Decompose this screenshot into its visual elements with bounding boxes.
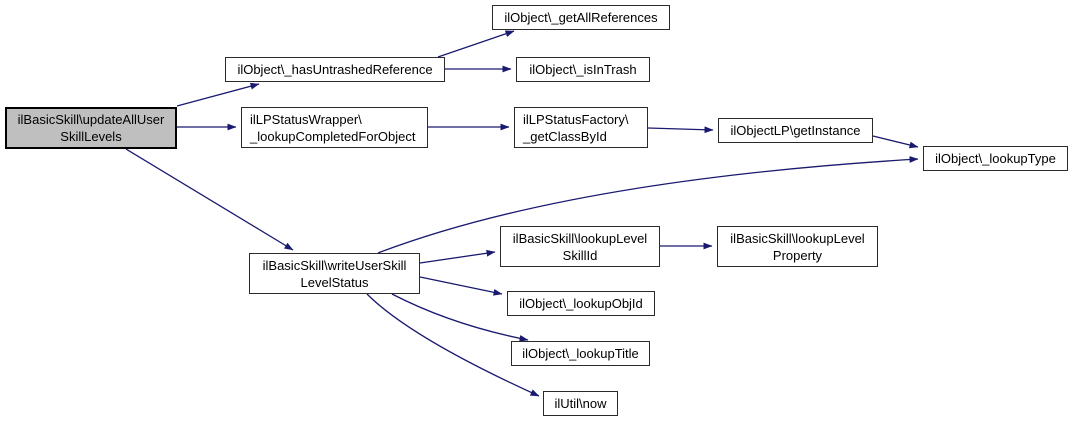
edge-getClassById-to-getInstance: [647, 126, 714, 134]
node-utilNow[interactable]: ilUtil\now: [543, 391, 618, 416]
edge-updateAllUserSkillLevels-to-writeUserSkillLevelStatus: [125, 148, 294, 251]
edge-writeUserSkillLevelStatus-to-lookupType: [377, 156, 919, 254]
edge-hasUntrashedReference-to-getAllReferences: [437, 30, 515, 58]
node-label-line: SkillLevels: [60, 129, 122, 144]
node-lookupType[interactable]: ilObject\_lookupType: [923, 146, 1068, 171]
edge-writeUserSkillLevelStatus-to-lookupLevelSkillId: [419, 249, 496, 264]
node-label-line: ilBasicSkill\lookupLevel: [730, 230, 865, 246]
node-label-line: ilObjectLP\getInstance: [730, 123, 861, 138]
node-label-line: ilObject\_getAllReferences: [504, 10, 658, 25]
edge-writeUserSkillLevelStatus-to-utilNow: [366, 293, 540, 397]
edge-updateAllUserSkillLevels-to-hasUntrashedReference: [176, 82, 260, 107]
node-lookupObjId[interactable]: ilObject\_lookupObjId: [507, 291, 655, 316]
edge-writeUserSkillLevelStatus-to-lookupObjId: [419, 276, 503, 296]
node-label-line: LevelStatus: [300, 274, 369, 290]
node-getInstance[interactable]: ilObjectLP\getInstance: [718, 118, 873, 143]
edge-writeUserSkillLevelStatus-to-lookupTitle: [391, 293, 529, 342]
node-label-line: ilObject\_lookupType: [935, 151, 1056, 166]
node-label-line: ilObject\_hasUntrashedReference: [237, 62, 433, 77]
node-label-line: ilObject\_lookupObjId: [519, 296, 643, 311]
node-label-line: ilObject\_lookupTitle: [522, 346, 639, 361]
node-label-line: _lookupCompletedForObject: [250, 128, 416, 144]
node-getAllReferences[interactable]: ilObject\_getAllReferences: [492, 5, 670, 30]
node-label-line: ilBasicSkill\writeUserSkill: [262, 257, 407, 273]
node-label-line: ilLPStatusFactory\: [523, 111, 629, 127]
node-label-line: ilObject\_isInTrash: [529, 62, 637, 77]
node-label-line: ilLPStatusWrapper\: [250, 111, 362, 127]
node-label-line: ilBasicSkill\updateAllUser: [17, 112, 165, 127]
node-label-line: ilBasicSkill\lookupLevel: [512, 230, 648, 246]
node-getClassById[interactable]: ilLPStatusFactory\_getClassById: [514, 107, 648, 148]
node-lookupCompletedForObject[interactable]: ilLPStatusWrapper\_lookupCompletedForObj…: [241, 107, 428, 148]
node-label-line: SkillId: [562, 247, 598, 263]
node-lookupTitle[interactable]: ilObject\_lookupTitle: [511, 341, 650, 366]
edge-getInstance-to-lookupType: [872, 135, 919, 149]
node-isInTrash[interactable]: ilObject\_isInTrash: [516, 57, 650, 82]
node-label-line: ilUtil\now: [554, 396, 607, 411]
node-label-line: _getClassById: [523, 128, 607, 144]
node-label-line: Property: [772, 247, 823, 263]
node-hasUntrashedReference[interactable]: ilObject\_hasUntrashedReference: [225, 57, 445, 82]
